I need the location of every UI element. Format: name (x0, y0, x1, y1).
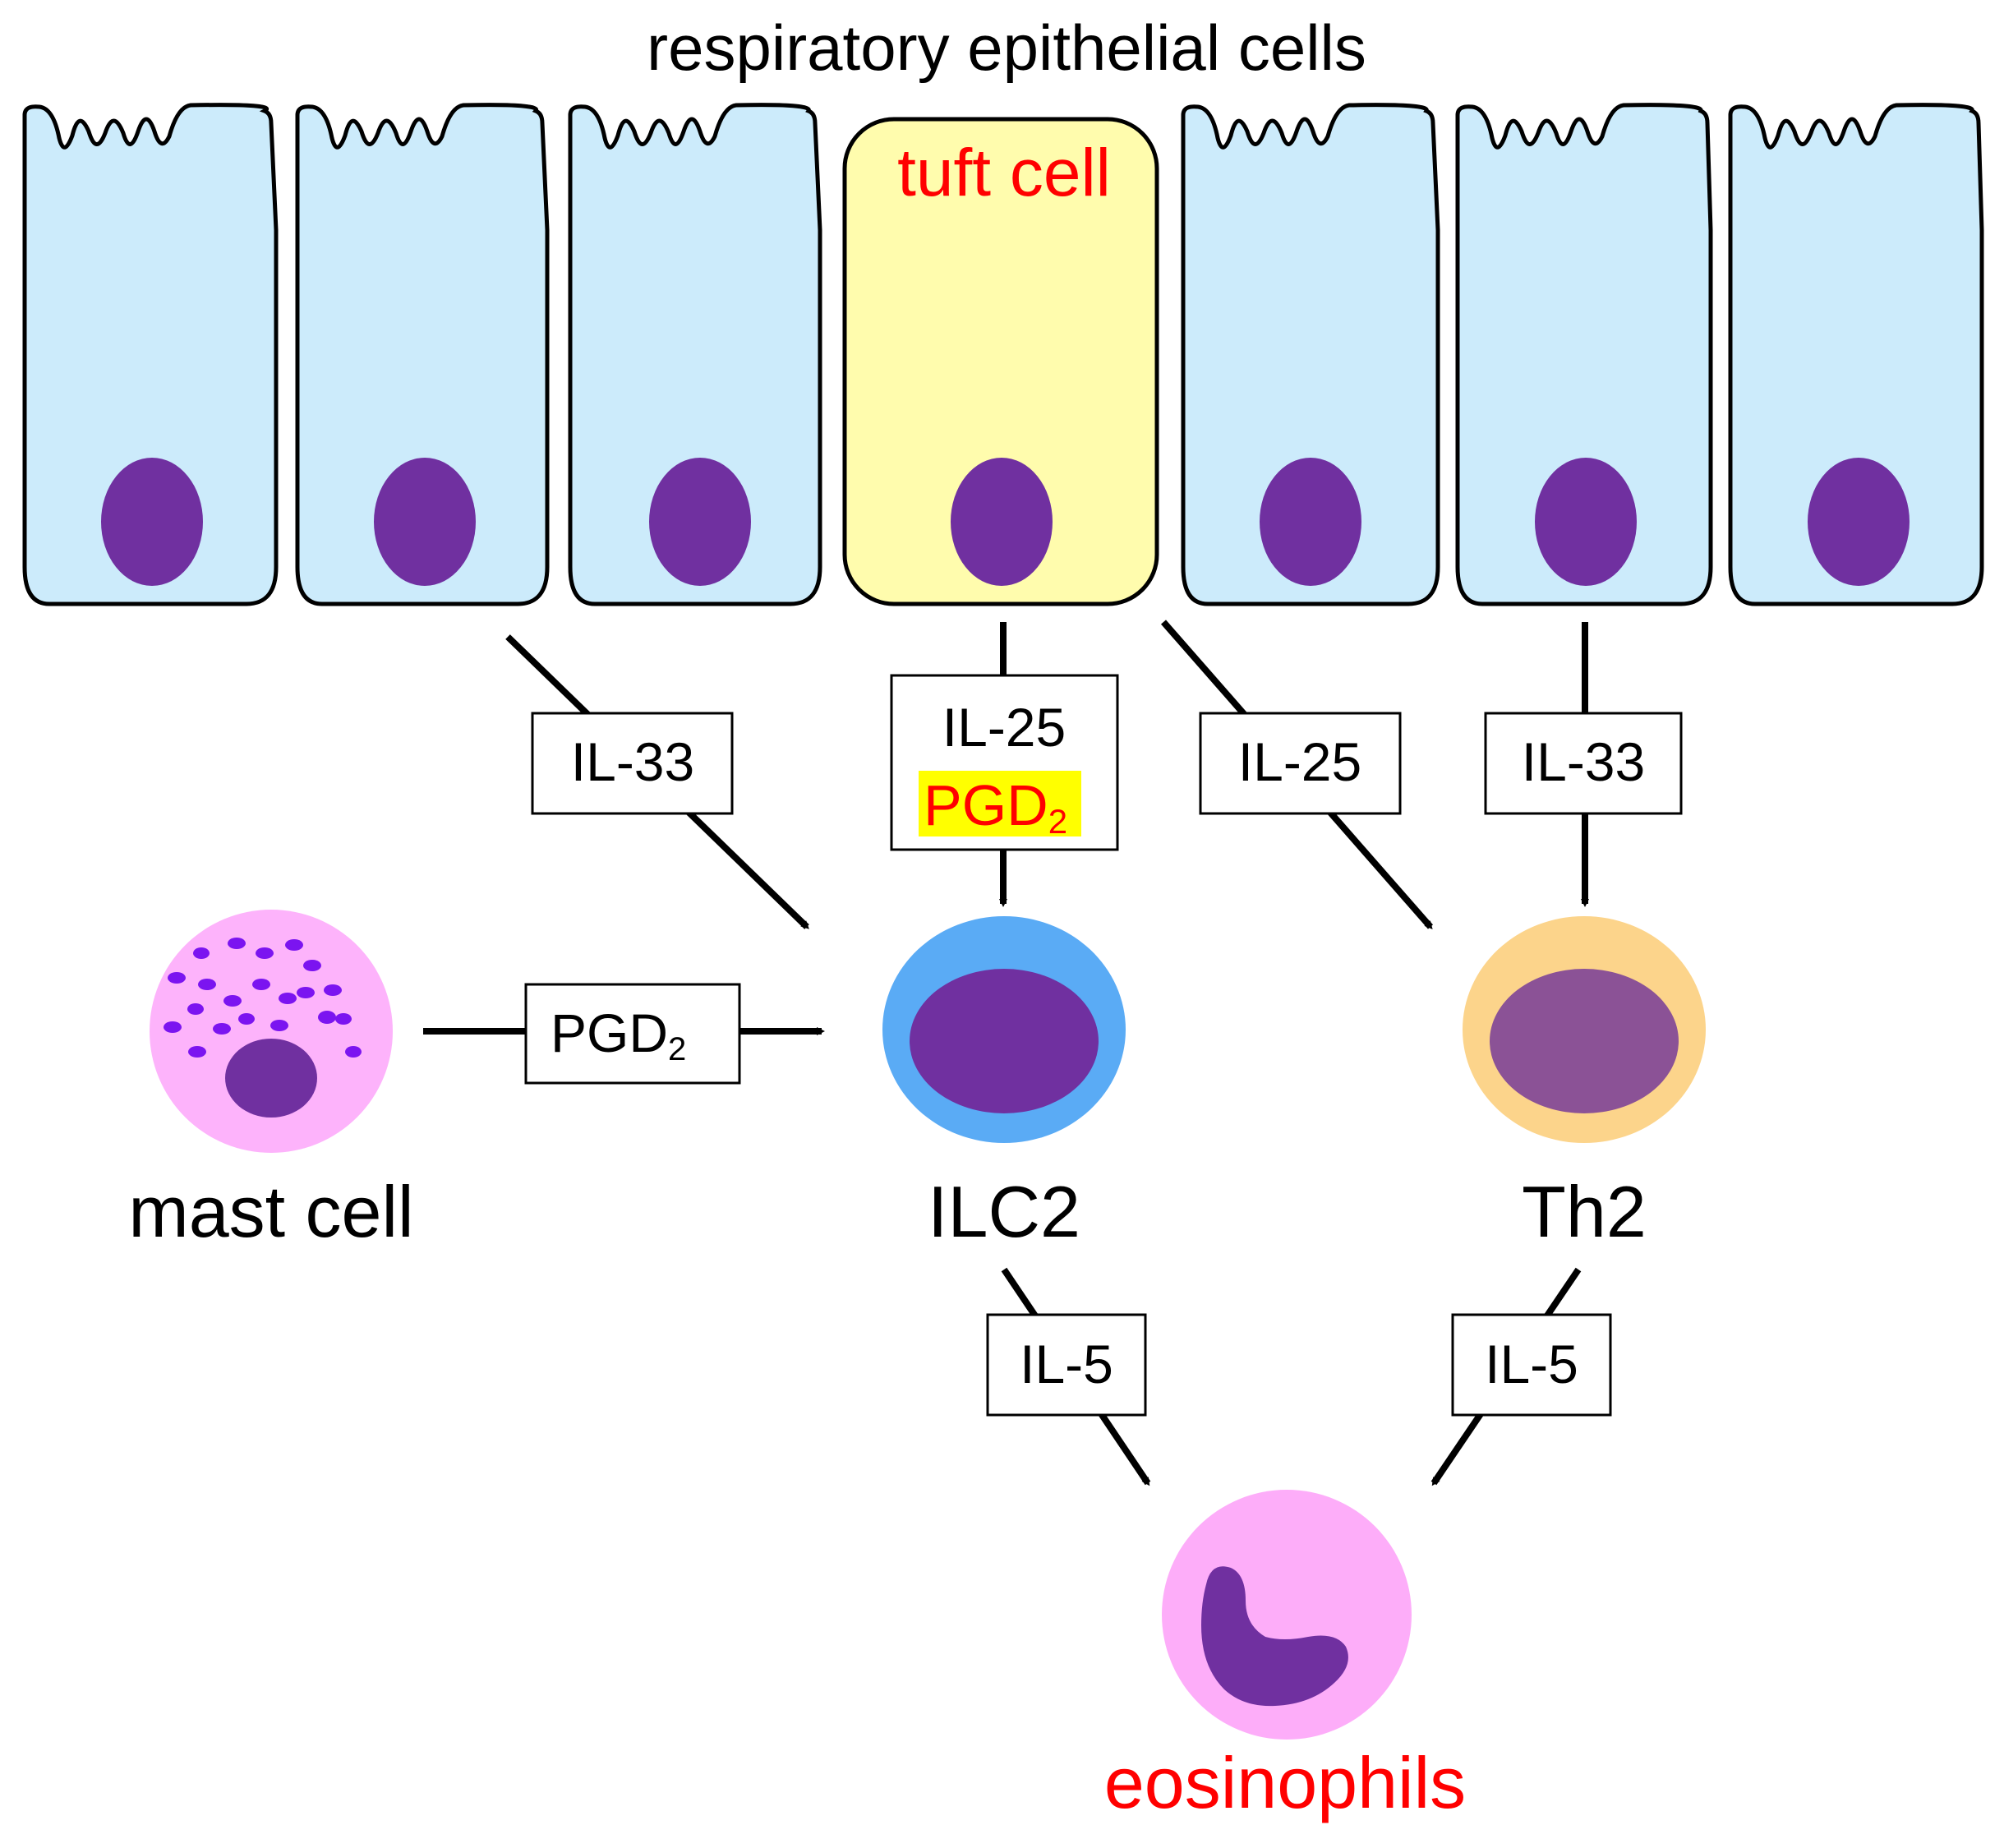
mast-cell-label: mast cell (128, 1171, 413, 1252)
epithelial-cell-5 (1455, 103, 1713, 606)
nucleus (1808, 458, 1910, 586)
mast-cell-granules (164, 938, 362, 1058)
nucleus (951, 458, 1053, 586)
signal-pgd2-center: PGD2 (924, 773, 1067, 841)
epithelial-cell-3 (568, 103, 822, 606)
th2-label: Th2 (1522, 1171, 1647, 1252)
signal-pgd2-mast: PGD2 (551, 1002, 686, 1067)
signal-il33-left: IL-33 (571, 731, 694, 792)
ilc2-cell (882, 916, 1126, 1143)
signal-il25-right: IL-25 (1238, 731, 1361, 792)
tuft-cell: tuft cell (842, 117, 1159, 606)
tuft-cell-label: tuft cell (897, 136, 1111, 210)
mast-cell-nucleus (225, 1039, 317, 1118)
signal-il5-left: IL-5 (1020, 1334, 1113, 1394)
nucleus (101, 458, 203, 586)
th2-nucleus (1490, 969, 1679, 1113)
signal-box-pgd2-mast: PGD2 (524, 983, 741, 1085)
signal-box-il5-right: IL-5 (1451, 1313, 1612, 1417)
signal-box-il33-right: IL-33 (1484, 712, 1683, 815)
signal-box-il33-left: IL-33 (531, 712, 734, 815)
pgd2-highlight (919, 771, 1081, 836)
eosinophils-label: eosinophils (1104, 1742, 1466, 1823)
epithelial-cell-1 (22, 103, 279, 606)
ilc2-label: ILC2 (928, 1171, 1080, 1252)
signal-box-il5-left: IL-5 (986, 1313, 1147, 1417)
ilc2-nucleus (910, 969, 1099, 1113)
mast-cell (150, 910, 393, 1153)
eosinophil-cell (1162, 1490, 1412, 1740)
th2-cell (1463, 916, 1706, 1143)
nucleus (1535, 458, 1637, 586)
signal-il25-center: IL-25 (942, 697, 1066, 758)
signal-box-il25-pgd2-center: IL-25 PGD2 (890, 674, 1119, 851)
epithelial-cell-4 (1181, 103, 1440, 606)
nucleus (649, 458, 751, 586)
signal-box-il25-right: IL-25 (1199, 712, 1402, 815)
nucleus (374, 458, 476, 586)
epithelial-cell-2 (295, 103, 550, 606)
signal-il5-right: IL-5 (1485, 1334, 1578, 1394)
eosinophil-nucleus (1201, 1566, 1348, 1707)
epithelial-cell-6 (1728, 103, 1984, 606)
signal-il33-right: IL-33 (1522, 731, 1645, 792)
nucleus (1260, 458, 1361, 586)
diagram-title: respiratory epithelial cells (647, 12, 1366, 84)
